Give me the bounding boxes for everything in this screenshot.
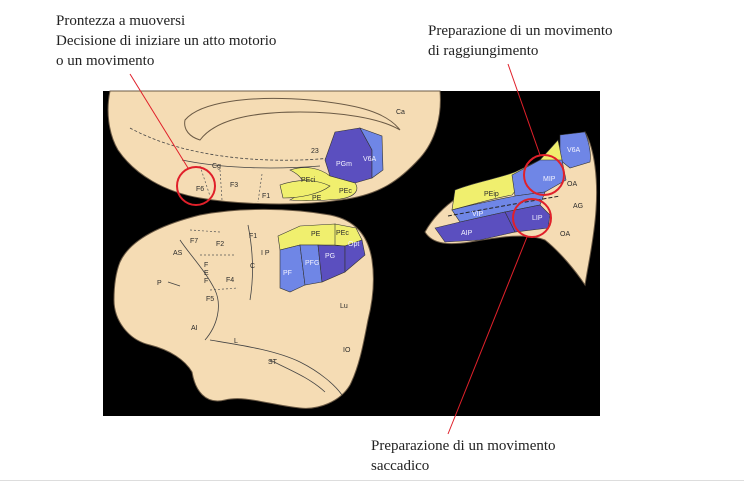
label-23: 23 [311, 148, 319, 155]
area-v6a-medial [359, 127, 384, 179]
label-p: P [157, 280, 162, 287]
label-f1-lateral: F1 [249, 233, 257, 240]
pointer-line-f6 [129, 73, 189, 169]
label-cg: Cg [212, 163, 221, 170]
label-f7: F7 [190, 238, 198, 245]
label-f-upper: F [204, 262, 208, 269]
area-boundaries [199, 165, 263, 203]
label-pfg: PFG [305, 260, 319, 267]
label-io: IO [343, 347, 351, 354]
sylvian-sulcus [209, 339, 343, 396]
label-oa-top: OA [567, 181, 577, 188]
caption-line: Preparazione di un movimento [428, 23, 613, 39]
pointer-line-lip [447, 236, 528, 435]
label-pec-medial: PEc [339, 188, 352, 195]
highlight-circle-f6 [176, 166, 216, 206]
label-pe-lateral: PE [311, 231, 321, 238]
label-lip: LIP [532, 215, 543, 222]
label-ip: I P [261, 250, 270, 257]
page-bottom-rule [0, 480, 744, 481]
medial-brain-view: Ca 23 PGm V6A Cg PEci PEc F6 F3 F1 PE [107, 90, 441, 205]
label-f1-medial: F1 [262, 193, 270, 200]
pointer-line-mip [507, 63, 541, 156]
area-pe-medial [279, 180, 331, 199]
label-v6a-medial: V6A [363, 156, 377, 163]
caption-readiness: Prontezza a muoversi Decisione di inizia… [56, 11, 276, 71]
area-opt [344, 239, 366, 273]
label-ag: AG [573, 203, 583, 210]
label-f2: F2 [216, 241, 224, 248]
caption-line: Prontezza a muoversi [56, 13, 186, 29]
frontal-boundaries [189, 229, 239, 291]
superior-temporal-sulcus [269, 359, 326, 393]
area-v6a-ips [559, 131, 591, 169]
caption-saccadic: Preparazione di un movimento saccadico [371, 436, 556, 476]
caption-line: di raggiungimento [428, 43, 539, 59]
ips-unfolded-view: V6A MIP PEip OA AG VIP LIP AIP OA [424, 131, 598, 287]
area-aip [434, 211, 516, 243]
principal-sulcus [167, 281, 181, 287]
label-vip: VIP [472, 211, 484, 218]
highlight-circle-lip [512, 198, 552, 238]
caption-line: Decisione di iniziare un atto motorio [56, 33, 277, 49]
label-peci: PEci [301, 177, 316, 184]
label-oa-bottom: OA [560, 231, 570, 238]
label-mip: MIP [543, 176, 556, 183]
label-lu: Lu [340, 303, 348, 310]
highlight-annotations [129, 63, 565, 435]
label-pg: PG [325, 253, 335, 260]
label-peip: PEip [484, 191, 499, 198]
label-pgm: PGm [336, 161, 352, 168]
cingulate-line [181, 159, 321, 169]
label-pe-medial: PE [312, 195, 322, 202]
label-f5: F5 [206, 296, 214, 303]
lateral-brain-view: F7 F2 F1 AS F E F P F4 F5 AI C I P PE PE… [113, 208, 374, 409]
caption-line: saccadico [371, 458, 430, 474]
label-f4: F4 [226, 277, 234, 284]
label-pec-lateral: PEc [336, 230, 349, 237]
highlight-circle-mip [523, 154, 565, 196]
label-ca: Ca [396, 109, 405, 116]
label-c: C [250, 263, 255, 270]
caption-reaching: Preparazione di un movimento di raggiung… [428, 21, 613, 61]
label-as: AS [173, 250, 183, 257]
label-opt: Opt [348, 241, 359, 248]
corpus-callosum [184, 97, 401, 141]
arcuate-sulcus [179, 239, 219, 341]
label-f-lower: F [204, 278, 208, 285]
label-f6: F6 [196, 186, 204, 193]
label-st: ST [268, 359, 278, 366]
area-pf [279, 244, 306, 293]
label-pf: PF [283, 270, 292, 277]
label-e: E [204, 270, 209, 277]
label-ai: AI [191, 325, 198, 332]
caption-line: Preparazione di un movimento [371, 438, 556, 454]
central-sulcus [247, 224, 253, 301]
label-v6a-ips: V6A [567, 147, 581, 154]
label-l: L [234, 338, 238, 345]
label-f3: F3 [230, 182, 238, 189]
label-aip: AIP [461, 230, 473, 237]
caption-line: o un movimento [56, 53, 155, 69]
